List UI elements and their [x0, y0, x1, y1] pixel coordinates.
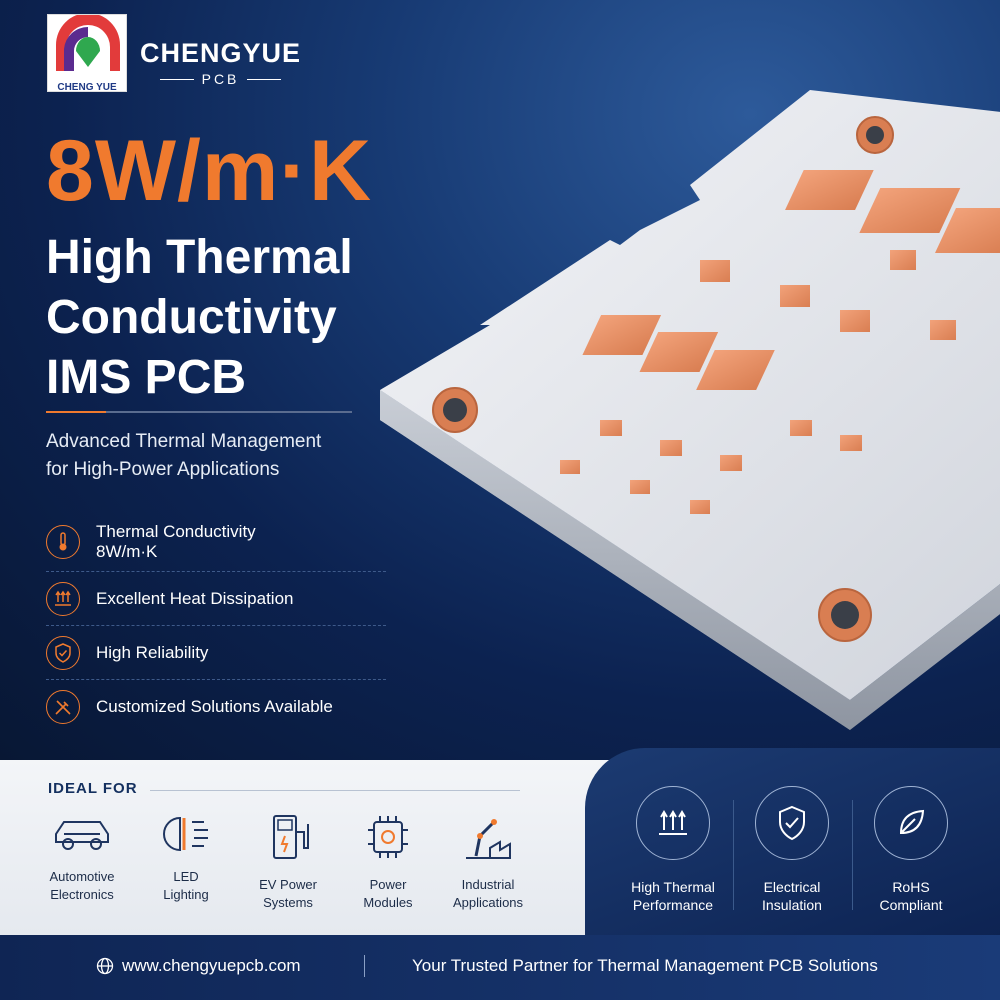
application-label: Electronics [50, 887, 114, 902]
insulation-shield-icon [755, 786, 829, 860]
ev-charger-icon [273, 815, 309, 859]
brand-name: CHENGYUE [140, 38, 302, 68]
feature-label: Thermal Conductivity [96, 521, 256, 541]
website-link[interactable]: www.chengyuepcb.com [96, 956, 301, 976]
application-led: LED Lighting [136, 812, 236, 904]
badge-label: Insulation [762, 897, 822, 913]
pcb-board-image [380, 90, 1000, 730]
badge-insulation: Electrical Insulation [737, 786, 847, 914]
company-logo: CHENG YUE [47, 13, 127, 93]
shield-check-icon [46, 635, 80, 670]
feature-list: Thermal Conductivity 8W/m·K Excellent He… [46, 512, 386, 734]
logo-text: CHENG YUE [57, 82, 117, 93]
thermometer-icon [46, 524, 80, 559]
robot-arm-icon [466, 819, 511, 859]
application-label: Modules [363, 895, 413, 910]
feature-value: 8W/m·K [96, 541, 158, 561]
ideal-for-title: IDEAL FOR [48, 780, 138, 797]
application-ev: EV Power Systems [238, 812, 338, 912]
subtitle-line2: for High-Power Applications [46, 459, 280, 480]
subtitle-line1: Advanced Thermal Management [46, 431, 322, 452]
headline-line2: Conductivity [46, 291, 337, 344]
application-label: Lighting [163, 887, 209, 902]
brand-sub-text: PCB [201, 71, 240, 87]
feature-item: Customized Solutions Available [46, 680, 386, 734]
badge-divider [733, 800, 734, 910]
led-icon [163, 816, 208, 852]
ideal-for-divider [150, 790, 520, 791]
feature-item: Thermal Conductivity 8W/m·K [46, 512, 386, 572]
headline-divider [46, 411, 352, 413]
application-label: EV Power [259, 877, 317, 892]
feature-label: Customized Solutions Available [96, 697, 333, 716]
headline-line1: High Thermal [46, 231, 353, 284]
tools-icon [46, 690, 80, 724]
chip-icon [368, 816, 408, 858]
badge-label: RoHS [892, 879, 930, 895]
application-label: Industrial [461, 877, 515, 892]
subtitle: Advanced Thermal Management for High-Pow… [46, 428, 321, 484]
badge-label: Compliant [879, 897, 943, 913]
badge-divider [852, 800, 853, 910]
badge-label: Electrical [763, 879, 821, 895]
application-label: Power [369, 877, 407, 892]
headline-metric: 8W/m·K [46, 123, 373, 219]
application-industrial: Industrial Applications [438, 812, 538, 912]
footer-bar: www.chengyuepcb.com Your Trusted Partner… [0, 935, 1000, 1000]
application-label: LED [173, 869, 199, 884]
application-label: Systems [263, 895, 313, 910]
feature-label: Excellent Heat Dissipation [96, 588, 294, 608]
car-icon [55, 821, 109, 850]
headline-line3: IMS PCB [46, 351, 247, 404]
hero-banner: CHENG YUE CHENGYUE PCB 8W/m·K High Therm… [0, 0, 1000, 760]
feature-text: Thermal Conductivity 8W/m·K [96, 522, 256, 562]
headline-title: High Thermal Conductivity IMS PCB [46, 228, 353, 408]
feature-item: High Reliability [46, 626, 386, 680]
badge-thermal: High Thermal Performance [618, 786, 728, 914]
heat-waves-icon [46, 581, 80, 616]
heat-arrows-icon [636, 786, 710, 860]
logo-mark-icon [56, 13, 120, 71]
footer-tagline: Your Trusted Partner for Thermal Managem… [412, 956, 878, 975]
brand-sub: PCB [140, 71, 301, 87]
brand-wordmark: CHENGYUE PCB [140, 38, 301, 87]
footer-divider [364, 955, 365, 977]
feature-label: High Reliability [96, 642, 209, 662]
badge-rohs: RoHS Compliant [856, 786, 966, 914]
badge-label: High Thermal [631, 879, 715, 895]
leaf-icon [874, 786, 948, 860]
application-label: Applications [452, 895, 524, 910]
application-automotive: Automotive Electronics [32, 812, 132, 904]
website-url[interactable]: www.chengyuepcb.com [122, 956, 301, 975]
feature-item: Excellent Heat Dissipation [46, 572, 386, 626]
badge-label: Performance [632, 897, 714, 913]
application-label: Automotive [49, 869, 115, 884]
globe-icon [96, 957, 114, 975]
application-power: Power Modules [338, 812, 438, 912]
